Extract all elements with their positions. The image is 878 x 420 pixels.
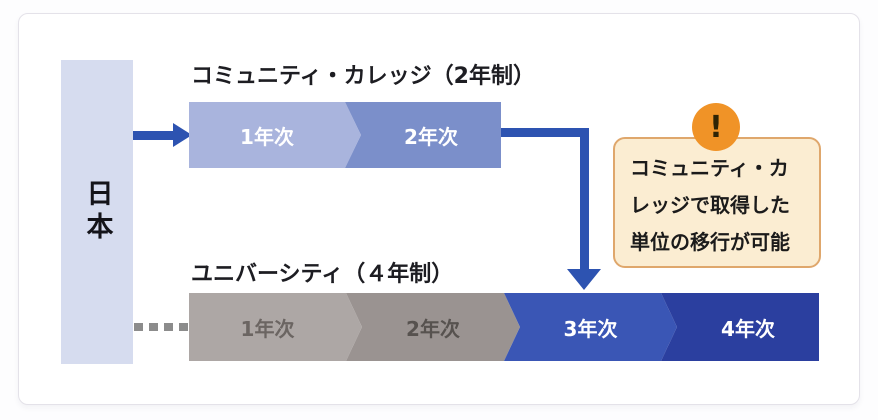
callout-text-line: レッジで取得した: [630, 193, 790, 217]
japan-label: 日本: [81, 179, 113, 245]
exclamation-icon: !: [692, 103, 740, 151]
university-year4-segment: 4年次: [661, 293, 819, 361]
university-year1-label: 1年次: [240, 316, 295, 341]
college-year2-segment: 2年次: [345, 102, 501, 168]
japan-to-college-arrow-icon: [173, 123, 192, 147]
university-title: ユニバーシティ（４年制）: [191, 262, 454, 287]
transfer-arrow-vertical: [580, 128, 589, 270]
japan-to-college-arrow-shaft: [133, 131, 173, 140]
callout-text-line: コミュニティ・カ: [630, 156, 789, 180]
university-year2-label: 2年次: [406, 316, 460, 341]
community-college-title: コミュニティ・カレッジ（2年制）: [191, 64, 535, 89]
university-year2-segment: 2年次: [346, 293, 520, 361]
college-year1-segment: 1年次: [189, 102, 361, 168]
exclamation-mark: !: [709, 109, 723, 145]
diagram-card: 日本 コミュニティ・カレッジ（2年制） 1年次 2年次 ユニバーシティ（４年制）…: [18, 13, 860, 405]
transfer-arrow-down-icon: [567, 269, 601, 290]
college-year2-label: 2年次: [404, 124, 458, 149]
university-year4-label: 4年次: [721, 316, 775, 341]
community-college-bar: 1年次 2年次: [189, 102, 501, 168]
university-year3-segment: 3年次: [504, 293, 677, 361]
university-year1-segment: 1年次: [189, 293, 362, 361]
transfer-arrow-horizontal: [501, 128, 589, 137]
university-year3-label: 3年次: [563, 316, 618, 341]
credit-transfer-callout: コミュニティ・カ レッジで取得した 単位の移行が可能: [613, 137, 821, 268]
japan-box: 日本: [61, 60, 133, 364]
callout-text-line: 単位の移行が可能: [630, 230, 790, 254]
college-year1-label: 1年次: [240, 124, 294, 149]
university-bar: 1年次 2年次 3年次 4年次: [189, 293, 819, 361]
japan-to-university-dashed-line: [134, 323, 191, 331]
